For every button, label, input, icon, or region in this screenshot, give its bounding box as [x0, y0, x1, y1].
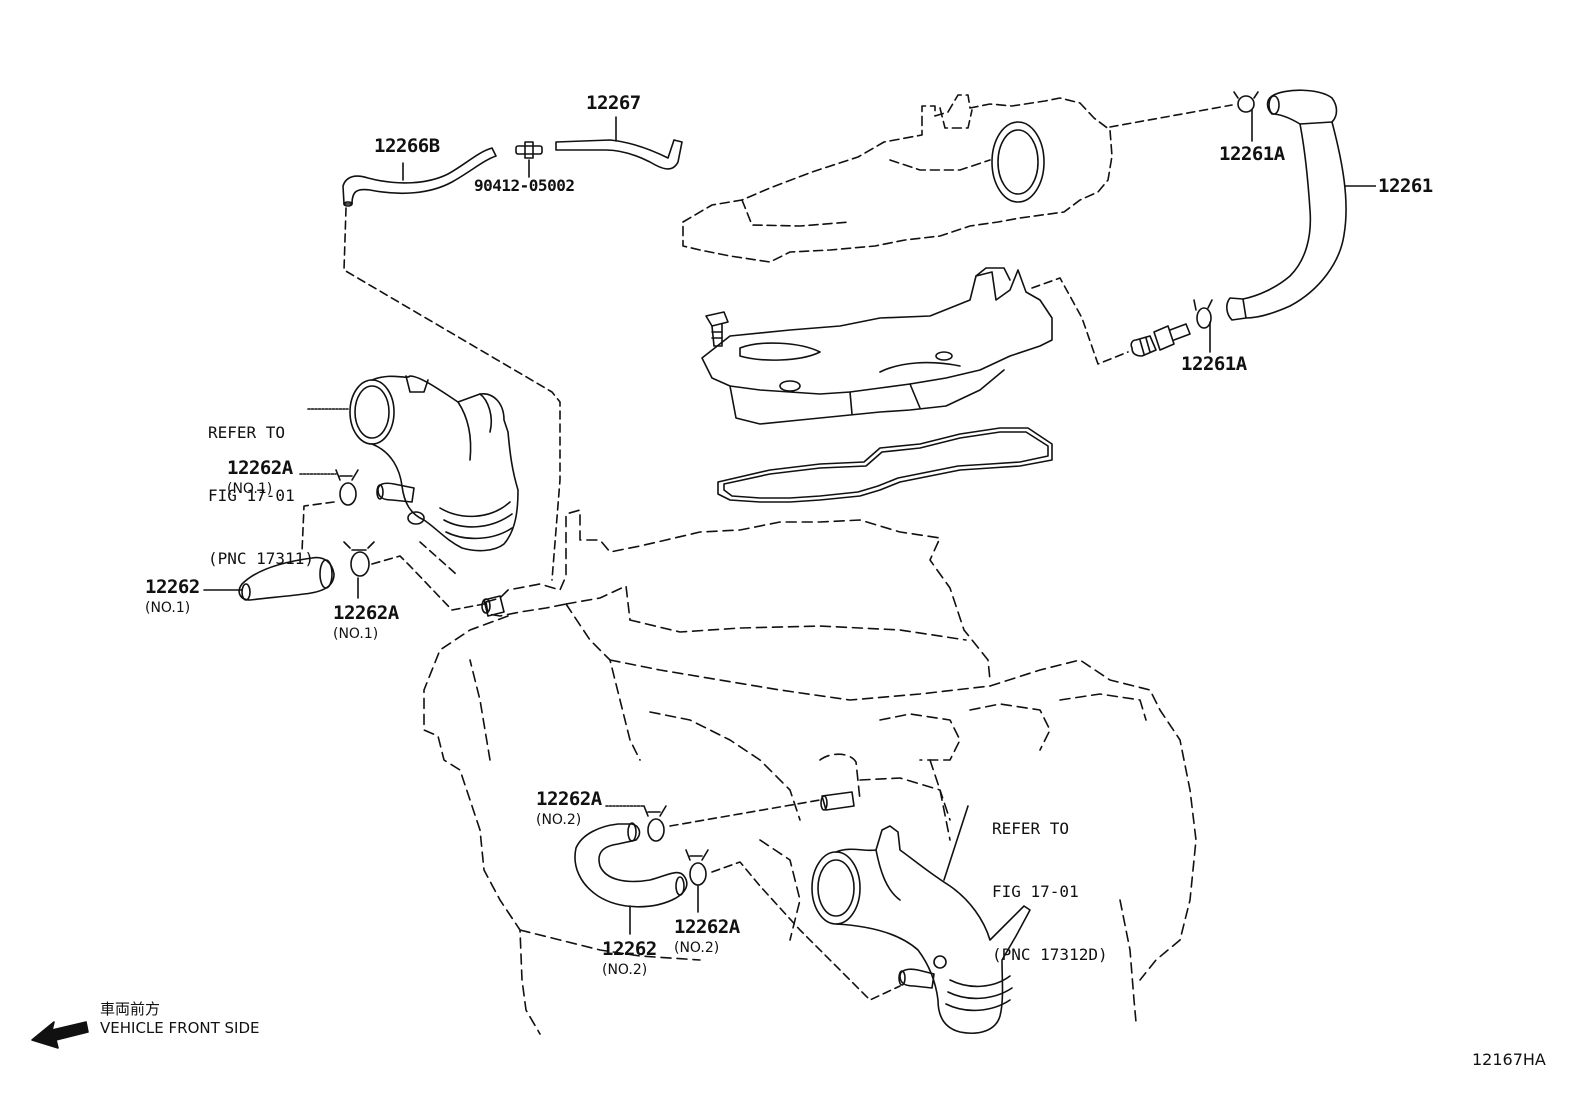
throttle-body-upper — [349, 375, 519, 552]
cylinder-head-cover — [701, 267, 1053, 425]
fitting-90412 — [515, 141, 543, 159]
direction-japanese: 車両前方 — [100, 1000, 161, 1018]
hose-12261 — [1226, 89, 1347, 321]
clamp-12262a-no2-a — [643, 805, 667, 842]
label-12261a-mid: 12261A — [1181, 353, 1247, 375]
leader-ref-right — [943, 805, 969, 881]
refer-left-line2: FIG 17-01 — [208, 486, 295, 505]
throttle-body-lower — [811, 825, 1031, 1034]
leader-dash — [343, 207, 561, 581]
label-12262a-no2-b: 12262A — [674, 916, 740, 938]
leader-dash — [711, 861, 901, 1001]
intake-manifold-outline — [682, 94, 1113, 263]
refer-right-line1: REFER TO — [992, 819, 1070, 838]
refer-right-line2: FIG 17-01 — [992, 882, 1079, 901]
label-12262a-no1-b: 12262A — [333, 602, 399, 624]
refer-to-left: REFER TO FIG 17-01 (PNC 17311) — [208, 380, 314, 590]
hose-12267 — [555, 139, 683, 170]
label-12262-no1: 12262 — [145, 576, 200, 598]
pcv-valve — [1130, 323, 1191, 357]
label-12262-no2-sub: (NO.2) — [602, 962, 648, 978]
label-12262-no1-sub: (NO.1) — [145, 600, 191, 616]
intake-port-inner — [997, 129, 1039, 195]
label-12262a-no2-a: 12262A — [536, 788, 602, 810]
clamp-12261a-top — [1233, 91, 1259, 113]
engine-block-outline — [423, 509, 1197, 1035]
label-12266b: 12266B — [374, 135, 440, 157]
clamp-12262a-no1-a — [335, 469, 359, 506]
hose-12262-no1 — [238, 556, 335, 601]
clamp-12262a-no2-b — [685, 849, 709, 886]
refer-right-line3: (PNC 17312D) — [992, 945, 1108, 964]
clamp-12262a-no1-b — [343, 541, 375, 577]
label-12262a-no2-a-sub: (NO.2) — [536, 812, 582, 828]
refer-left-line3: (PNC 17311) — [208, 549, 314, 568]
refer-left-line1: REFER TO — [208, 423, 286, 442]
hose-12266b — [342, 147, 497, 207]
intake-port-ring — [991, 121, 1045, 203]
head-cover-gasket — [717, 427, 1053, 503]
engine-pipe — [481, 595, 855, 811]
leader-dash — [419, 541, 457, 575]
leader-dash — [371, 555, 485, 611]
diagram-id: 12167HA — [1472, 1050, 1546, 1069]
hose-12262-no2 — [574, 822, 688, 908]
bolt — [705, 311, 729, 347]
vehicle-front-arrow-icon — [31, 1021, 89, 1049]
leader-dash — [301, 501, 335, 553]
leader-dash — [1109, 104, 1233, 128]
label-12261a-top: 12261A — [1219, 143, 1285, 165]
label-12262-no2: 12262 — [602, 938, 657, 960]
leader-dash — [1031, 277, 1129, 365]
refer-to-right: REFER TO FIG 17-01 (PNC 17312D) — [992, 776, 1108, 986]
clamp-12261a-mid — [1193, 299, 1213, 329]
leader-dash — [669, 799, 821, 827]
direction-english: VEHICLE FRONT SIDE — [100, 1019, 260, 1037]
label-12261: 12261 — [1378, 175, 1433, 197]
label-12262a-no1-a: 12262A — [227, 457, 293, 479]
label-12267: 12267 — [586, 92, 641, 114]
label-90412-05002: 90412-05002 — [474, 176, 575, 195]
label-12262a-no1-b-sub: (NO.1) — [333, 626, 379, 642]
label-12262a-no1-a-sub: (NO.1) — [227, 481, 273, 497]
label-12262a-no2-b-sub: (NO.2) — [674, 940, 720, 956]
